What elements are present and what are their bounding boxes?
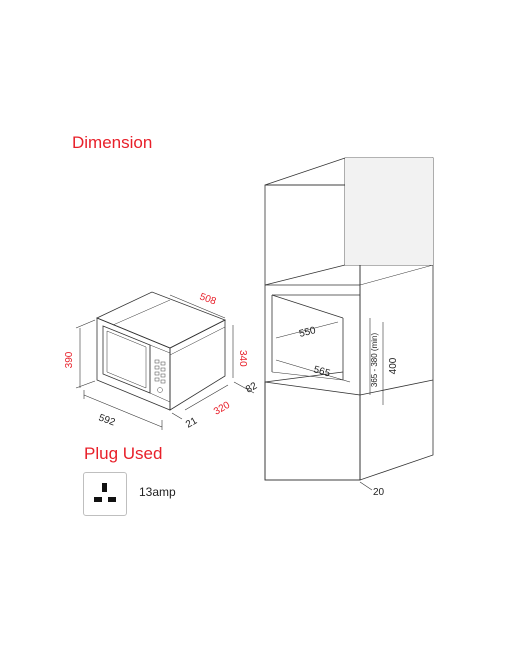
mw-depth-label: 508 (198, 291, 218, 307)
niche-height-label: 400 (388, 357, 399, 374)
niche-height-range-label: 365 - 380 (min) (370, 333, 379, 388)
mw-width-label: 592 (97, 412, 117, 428)
mw-inner-height-label: 340 (237, 350, 248, 367)
control-panel-buttons (154, 359, 166, 393)
uk-3-pin-socket-icon (94, 483, 116, 502)
niche-width-top-label: 550 (298, 325, 317, 340)
cabinet-dimension-lines (275, 318, 384, 491)
microwave-dimension-lines (75, 294, 255, 430)
niche-width-bottom-label: 565 (312, 364, 331, 379)
plug-used-heading: Plug Used (84, 444, 163, 463)
plug-socket-box (83, 472, 127, 516)
mw-height-label: 390 (64, 351, 75, 368)
mw-frame-offset-label: 21 (184, 415, 200, 430)
microwave-drawing (96, 291, 226, 411)
dimension-heading: Dimension (72, 133, 153, 152)
mw-inner-depth-label: 320 (212, 400, 232, 418)
mw-rear-gap-label: 82 (244, 380, 260, 395)
cabinet-base-offset-label: 20 (373, 487, 385, 498)
plug-rating-label: 13amp (139, 485, 176, 499)
